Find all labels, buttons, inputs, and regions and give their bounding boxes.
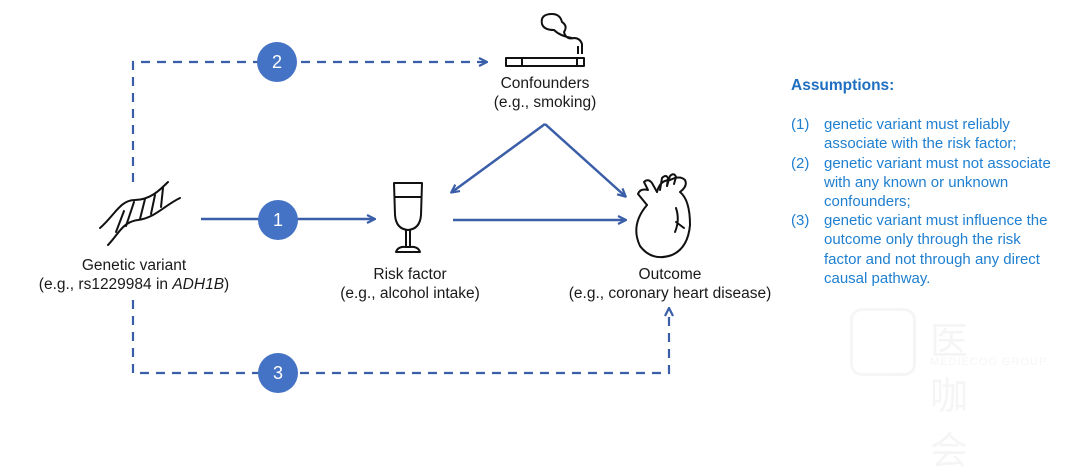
node-title: Risk factor	[373, 266, 447, 283]
assumptions-list: (1) genetic variant must reliably associa…	[791, 115, 1054, 288]
example-prefix: (e.g., rs1229984 in	[38, 276, 173, 293]
node-title: Outcome	[638, 266, 702, 283]
assumption-number: (3)	[791, 212, 810, 230]
edge-badge-1: 1	[258, 200, 298, 240]
assumption-number: (1)	[791, 116, 810, 134]
genetic-variant-label: Genetic variant (e.g., rs1229984 in ADH1…	[18, 256, 250, 294]
node-example: (e.g., rs1229984 in ADH1B)	[18, 275, 250, 294]
example-suffix: )	[224, 276, 230, 293]
watermark-logo-icon	[850, 308, 916, 376]
heart-icon	[635, 173, 691, 259]
confounders-label: Confounders (e.g., smoking)	[460, 74, 630, 112]
edge-gv-outcome	[131, 300, 669, 375]
assumptions-heading: Assumptions:	[791, 77, 895, 94]
cigarette-icon	[505, 13, 585, 67]
edge-conf-outcome	[544, 123, 625, 196]
node-title: Confounders	[500, 75, 590, 92]
wine-glass-icon	[393, 182, 423, 253]
edge-conf-risk	[452, 122, 546, 192]
assumption-number: (2)	[791, 154, 810, 172]
edge-gv-confounders	[131, 62, 486, 182]
badge-number: 1	[272, 209, 283, 230]
assumption-text: genetic variant must influence the outco…	[824, 212, 1048, 287]
assumption-item: (3) genetic variant must influence the ou…	[791, 211, 1054, 288]
node-example: (e.g., coronary heart disease)	[568, 285, 772, 302]
risk-factor-label: Risk factor (e.g., alcohol intake)	[310, 265, 510, 303]
badge-number: 2	[271, 51, 282, 72]
assumption-text: genetic variant must not associate with …	[824, 154, 1051, 211]
watermark-cn: 医咖会	[930, 319, 973, 473]
node-title: Genetic variant	[81, 257, 187, 274]
node-example: (e.g., smoking)	[493, 94, 597, 111]
assumption-text: genetic variant must reliably associate …	[824, 116, 1017, 153]
gene-name: ADH1B	[172, 276, 225, 293]
node-example: (e.g., alcohol intake)	[340, 285, 480, 302]
edge-badge-3: 3	[258, 353, 298, 393]
mr-diagram	[99, 13, 691, 375]
assumptions-panel: Assumptions: (1) genetic variant must rel…	[791, 76, 1054, 288]
assumption-item: (1) genetic variant must reliably associa…	[791, 115, 1054, 153]
badge-number: 3	[272, 362, 283, 383]
outcome-label: Outcome (e.g., coronary heart disease)	[550, 265, 790, 303]
watermark-en: MEDIECOO GROUP	[930, 356, 1048, 368]
assumption-item: (2) genetic variant must not associate wi…	[791, 154, 1054, 212]
edge-badge-2: 2	[257, 42, 297, 82]
dna-icon	[99, 181, 181, 246]
